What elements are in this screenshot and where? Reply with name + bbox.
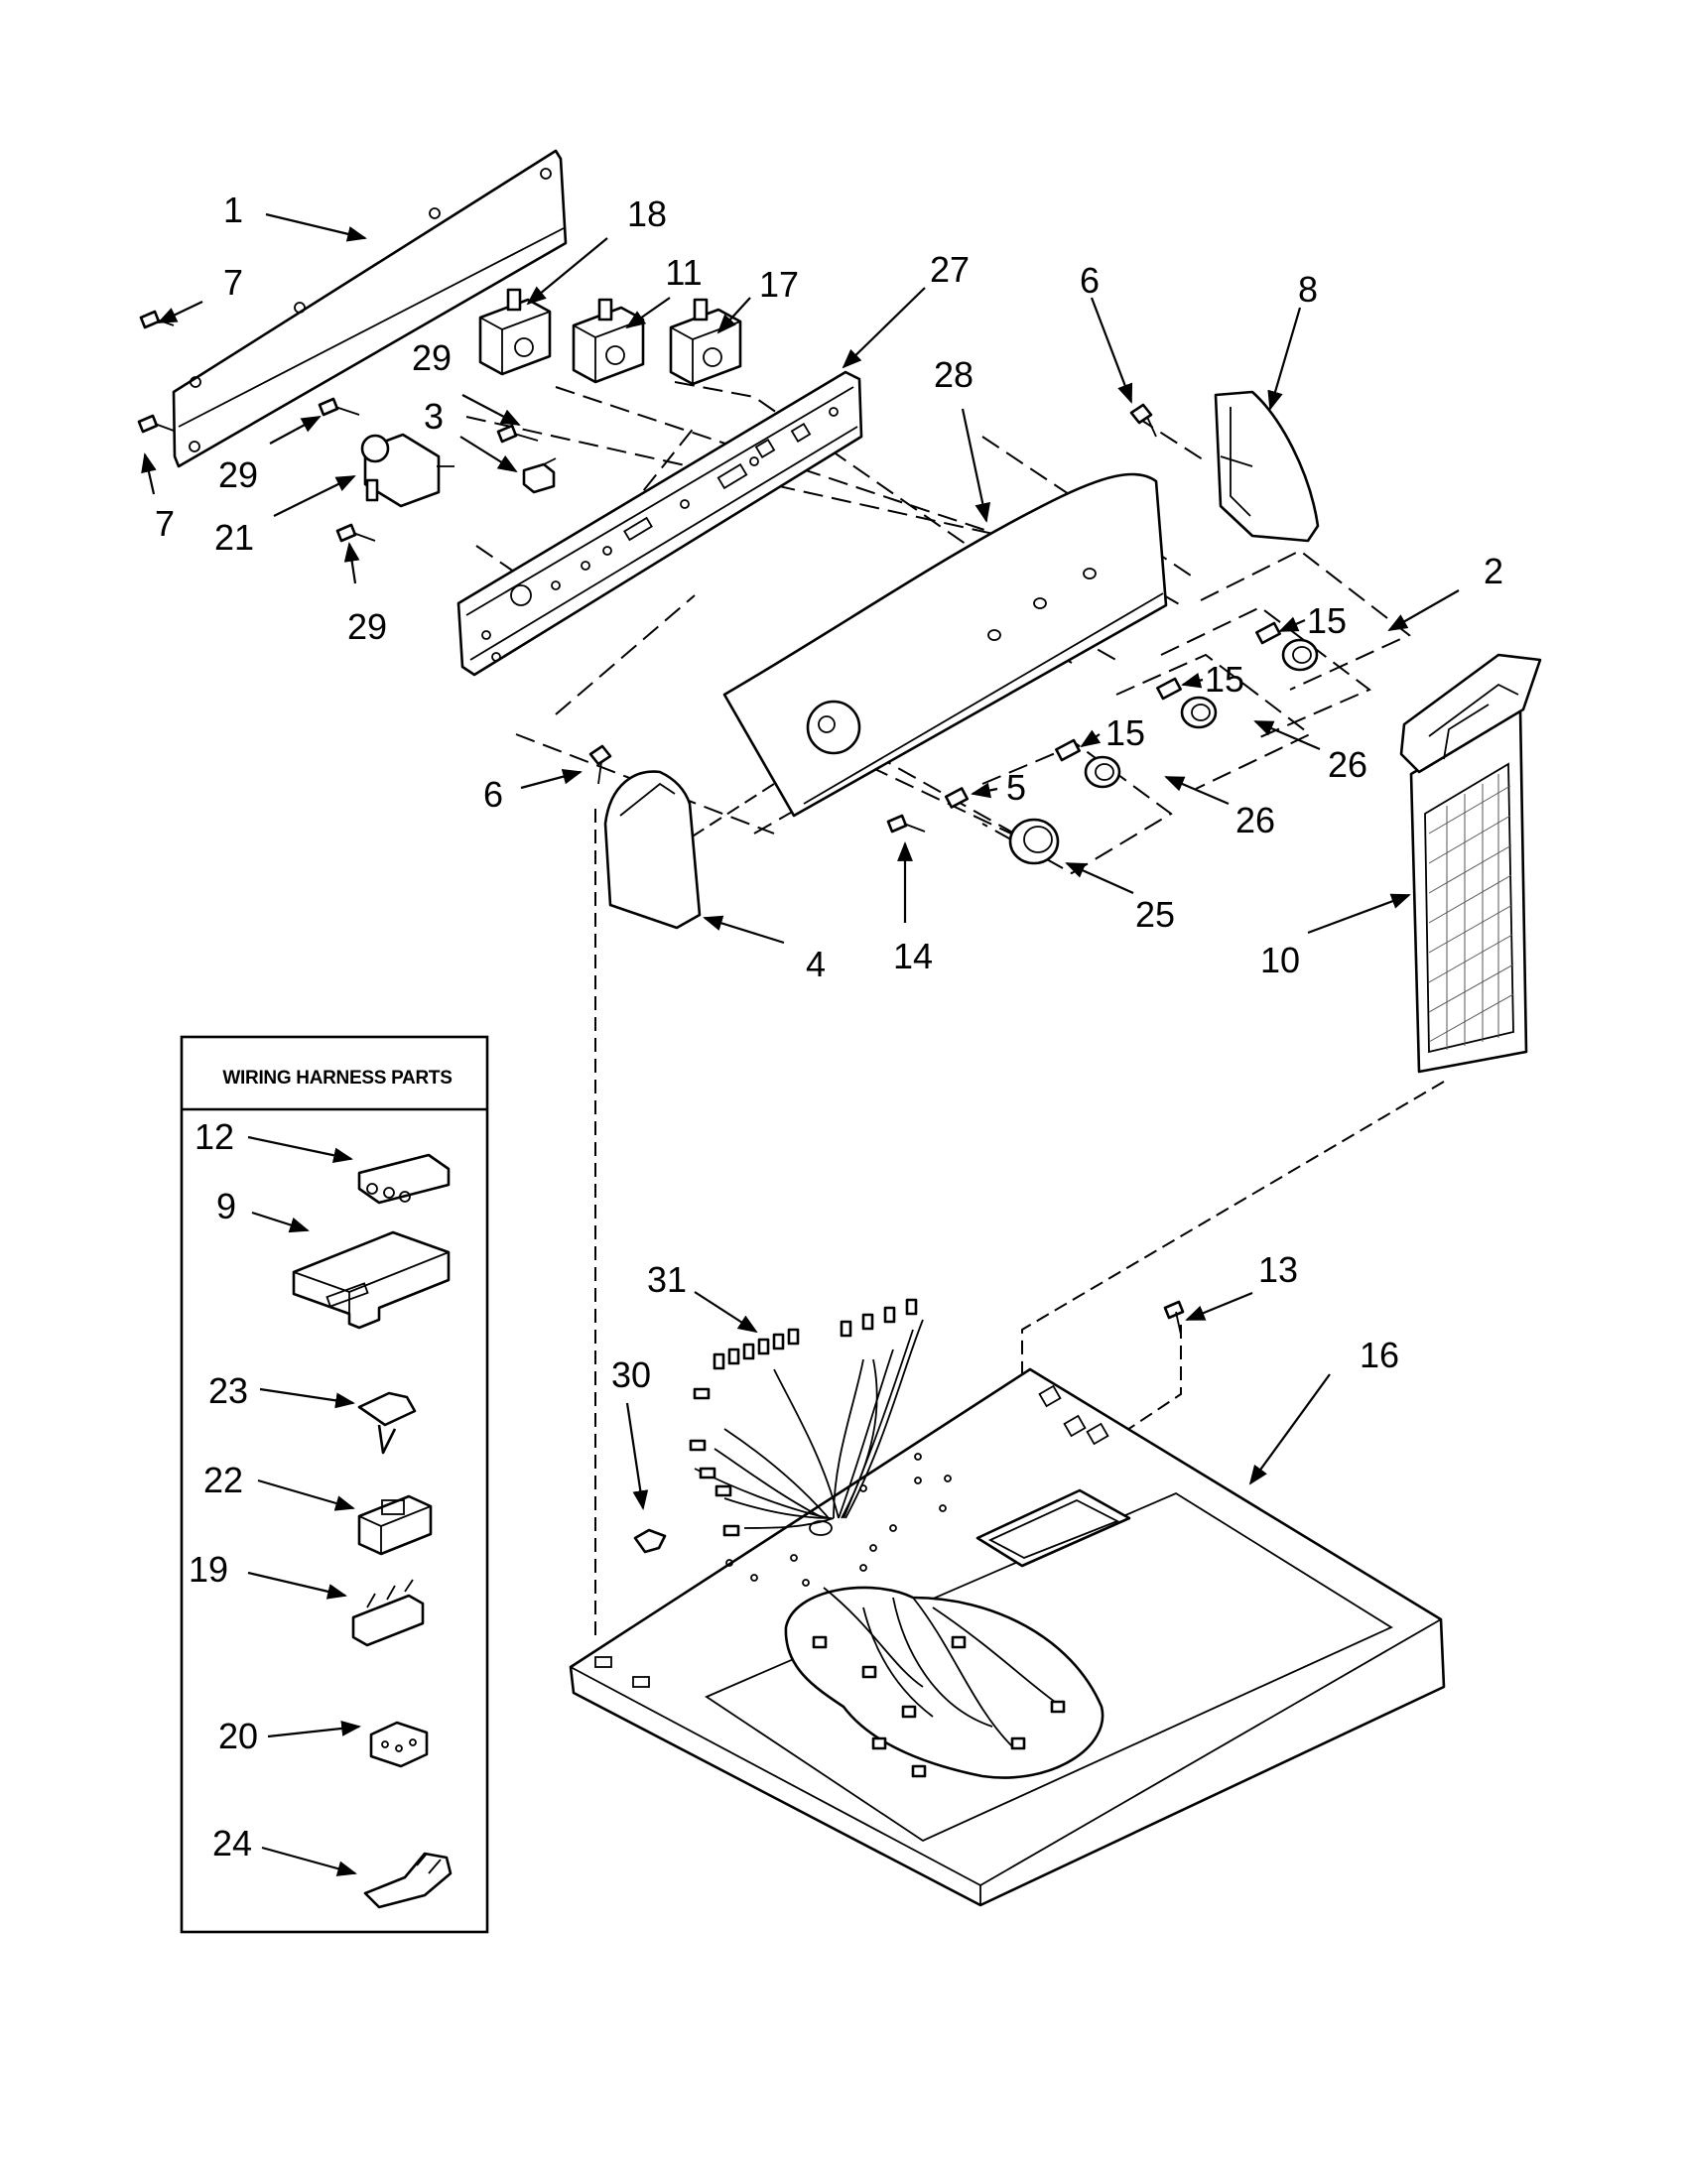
callout-8: 8 xyxy=(1298,269,1318,310)
callout-29-top: 29 xyxy=(412,337,452,378)
part-9-connector-block xyxy=(292,1230,451,1330)
callout-27: 27 xyxy=(930,249,970,290)
part-10-lint-screen xyxy=(1399,653,1542,1074)
screw-29-bottom xyxy=(335,523,376,543)
callout-20: 20 xyxy=(218,1716,258,1756)
callout-1: 1 xyxy=(223,190,243,230)
callout-15-top: 15 xyxy=(1307,600,1347,641)
callout-29-left: 29 xyxy=(218,454,258,495)
part-15-inserts xyxy=(944,621,1281,809)
screw-7-lower xyxy=(137,414,175,434)
part-8-end-cap xyxy=(1214,390,1320,543)
callout-24: 24 xyxy=(212,1823,252,1863)
callout-10: 10 xyxy=(1260,940,1300,980)
screw-29-middle xyxy=(496,424,539,444)
part-20-connector xyxy=(369,1721,429,1768)
callout-2: 2 xyxy=(1484,551,1503,591)
legend-title: WIRING HARNESS PARTS xyxy=(222,1068,452,1089)
screw-6-upper xyxy=(1129,403,1157,438)
part-30-clip xyxy=(633,1528,667,1554)
callout-6-upper: 6 xyxy=(1080,260,1100,301)
callout-28: 28 xyxy=(934,354,974,395)
callout-31: 31 xyxy=(647,1259,687,1300)
callout-9: 9 xyxy=(216,1186,236,1226)
callout-7-lower: 7 xyxy=(155,503,175,544)
part-22-connector xyxy=(357,1494,433,1556)
callout-16: 16 xyxy=(1360,1335,1399,1375)
callout-23: 23 xyxy=(208,1370,248,1411)
callout-7-upper: 7 xyxy=(223,262,243,303)
part-26-knob-lower xyxy=(1084,755,1121,789)
screw-6-lower xyxy=(588,744,612,785)
screw-14 xyxy=(886,814,926,834)
part-12-connector xyxy=(357,1153,451,1205)
part-26-knob-upper xyxy=(1180,696,1218,729)
callout-19: 19 xyxy=(189,1549,228,1590)
part-31-wiring-harness xyxy=(689,1298,1104,1779)
part-23-terminal xyxy=(357,1391,417,1455)
callout-11: 11 xyxy=(665,252,702,293)
screw-13 xyxy=(1163,1300,1185,1336)
part-24-terminal xyxy=(363,1852,453,1909)
callout-26-lower: 26 xyxy=(1235,800,1275,840)
callout-30: 30 xyxy=(611,1354,651,1395)
part-2-knob xyxy=(1281,638,1319,672)
callout-15-bottom: 15 xyxy=(1105,712,1145,753)
callout-29-bottom: 29 xyxy=(347,606,387,647)
callout-labels: 1 7 7 29 21 29 29 3 18 11 17 27 28 6 8 2… xyxy=(155,190,1503,1863)
callout-5: 5 xyxy=(1006,767,1026,808)
leader-arrows xyxy=(141,212,1460,1876)
part-3-clip xyxy=(522,457,557,494)
callout-13: 13 xyxy=(1258,1249,1298,1290)
part-11-switch xyxy=(572,298,645,384)
part-1-back-plate xyxy=(172,149,568,468)
part-28-console xyxy=(722,472,1168,818)
callout-14: 14 xyxy=(893,936,933,976)
callout-12: 12 xyxy=(195,1116,234,1157)
part-27-control-bracket xyxy=(456,370,863,677)
screw-7-upper xyxy=(139,310,175,329)
part-4-end-cap xyxy=(603,770,702,930)
part-18-switch xyxy=(478,288,552,376)
callout-22: 22 xyxy=(203,1460,243,1500)
part-21-timer-switch xyxy=(360,433,454,508)
part-17-switch xyxy=(669,298,742,386)
callout-3: 3 xyxy=(424,396,444,437)
callout-18: 18 xyxy=(627,193,667,234)
callout-17: 17 xyxy=(759,264,799,305)
part-25-timer-knob xyxy=(1008,818,1060,865)
callout-4: 4 xyxy=(806,944,826,984)
callout-26-upper: 26 xyxy=(1328,744,1367,785)
callout-6-lower: 6 xyxy=(483,774,503,815)
callout-15-middle: 15 xyxy=(1205,659,1244,700)
part-19-connector xyxy=(351,1579,425,1647)
wiring-harness-legend: WIRING HARNESS PARTS xyxy=(180,1035,489,1934)
callout-25: 25 xyxy=(1135,894,1175,935)
screw-29-top xyxy=(318,397,360,417)
callout-21: 21 xyxy=(214,517,254,558)
